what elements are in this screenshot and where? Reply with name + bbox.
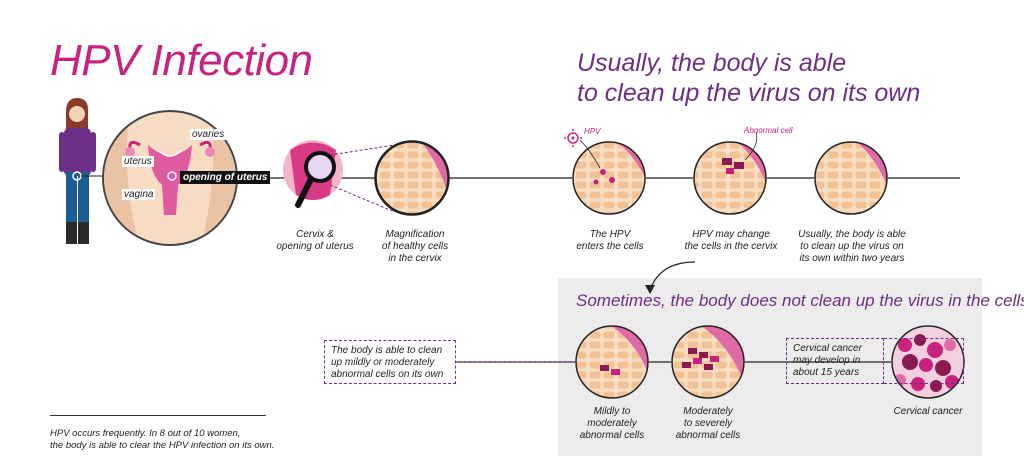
caption-body-clears: Usually, the body is able to clean up th… xyxy=(790,229,914,265)
label-ovaries: ovaries xyxy=(190,129,227,140)
caption-line: HPV may change xyxy=(692,229,770,240)
caption-cervix: Cervix & opening of uterus xyxy=(270,229,360,253)
caption-line: in the cervix xyxy=(388,253,442,264)
footnote-line: HPV occurs frequently. In 8 out of 10 wo… xyxy=(50,428,241,439)
footnote: HPV occurs frequently. In 8 out of 10 wo… xyxy=(50,428,274,452)
caption-line: to severely xyxy=(683,418,733,429)
label-abnormal-cell: Abnormal cell xyxy=(744,126,793,135)
caption-line: Usually, the body is able xyxy=(798,229,906,240)
caption-line: its own within two years xyxy=(799,253,905,264)
caption-line: the cells in the cervix xyxy=(684,241,778,252)
caption-line: of healthy cells xyxy=(381,241,449,252)
label-vagina: vagina xyxy=(122,189,156,200)
caption-line: The HPV xyxy=(589,229,631,240)
headline: Usually, the body is able to clean up th… xyxy=(577,48,920,108)
mild-cells-circle xyxy=(575,325,649,399)
moderate-cells-circle xyxy=(671,325,745,399)
caption-line: abnormal cells xyxy=(579,430,645,441)
footnote-line: the body is able to clear the HPV infect… xyxy=(50,440,275,451)
cleared-cells-circle xyxy=(814,141,888,215)
caption-mild: Mildly to moderately abnormal cells xyxy=(570,406,654,442)
note-line: about 15 years xyxy=(793,367,860,378)
cancer-note-frame xyxy=(884,338,964,384)
arrowhead xyxy=(645,285,655,294)
label-uterus: uterus xyxy=(122,156,154,167)
virus-icon xyxy=(564,129,582,147)
note-line: Cervical cancer xyxy=(793,343,862,354)
cancer-note-box: Cervical cancer may develop in about 15 … xyxy=(786,338,884,384)
caption-hpv-change: HPV may change the cells in the cervix xyxy=(676,229,786,253)
note-line: abnormal cells on its own xyxy=(331,369,444,380)
caption-line: moderately xyxy=(587,418,637,429)
healthy-cells-circle xyxy=(374,140,450,216)
caption-line: Mildly to xyxy=(593,406,631,417)
caption-cervical-cancer: Cervical cancer xyxy=(893,406,963,417)
cervix-circle xyxy=(283,140,343,208)
panel-heading: Sometimes, the body does not clean up th… xyxy=(576,291,1024,310)
caption-line: opening of uterus xyxy=(276,241,354,252)
hpv-enters-circle xyxy=(572,141,646,215)
woman-figure xyxy=(59,98,96,244)
caption-line: enters the cells xyxy=(576,241,644,252)
note-line: The body is able to clean xyxy=(331,345,443,356)
headline-line-2: to clean up the virus on its own xyxy=(577,79,921,107)
label-hpv: HPV xyxy=(584,127,601,136)
caption-line: abnormal cells xyxy=(675,430,741,441)
page-title: HPV Infection xyxy=(50,36,313,85)
hpv-change-circle xyxy=(693,141,767,215)
curved-arrow xyxy=(649,261,696,291)
caption-moderate: Moderately to severely abnormal cells xyxy=(666,406,750,442)
caption-hpv-enters: The HPV enters the cells xyxy=(565,229,655,253)
side-note-box: The body is able to clean up mildly or m… xyxy=(324,340,456,384)
caption-line: Magnification xyxy=(385,229,445,240)
caption-line: to clean up the virus on xyxy=(800,241,904,252)
footnote-divider xyxy=(50,415,266,416)
headline-line-1: Usually, the body is able xyxy=(577,49,847,77)
caption-magnification: Magnification of healthy cells in the ce… xyxy=(370,229,460,265)
label-opening-of-uterus: opening of uterus xyxy=(180,171,271,184)
caption-line: Cervix & xyxy=(296,229,334,240)
note-line: may develop in xyxy=(793,355,861,366)
note-line: up mildly or moderately xyxy=(331,357,435,368)
caption-line: Moderately xyxy=(683,406,733,417)
